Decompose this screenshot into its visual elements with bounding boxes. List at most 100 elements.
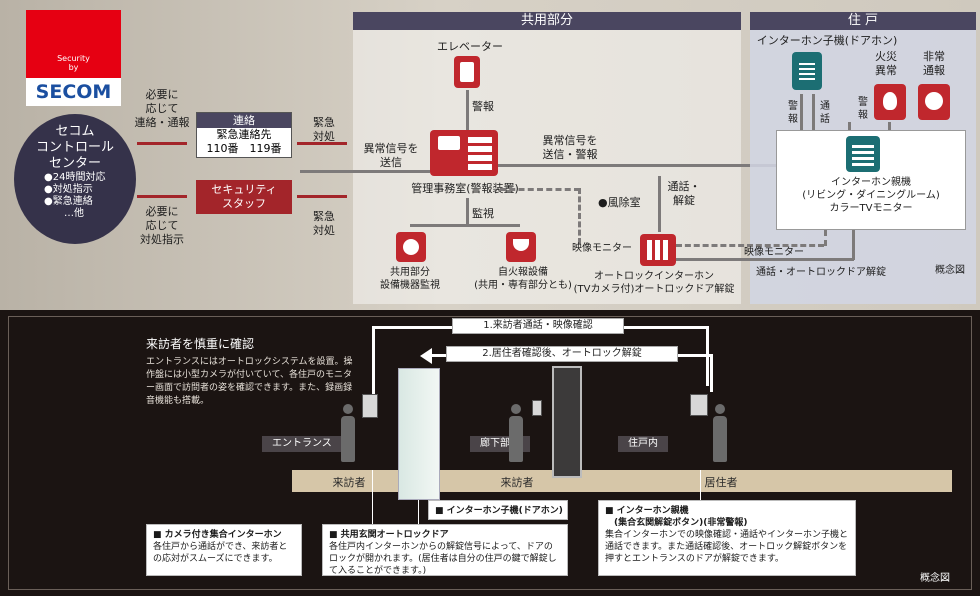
note-urgent1: 緊急 対処: [313, 116, 335, 143]
monitor-branch: [410, 224, 520, 227]
main-unit-label: インターホン親機 (リビング・ダイニングルーム) カラーTVモニター: [802, 177, 940, 214]
secom-logo: Security by SECOM: [26, 10, 121, 106]
wind-room-label: ●風除室: [598, 196, 641, 209]
arrow-center-staff: [137, 195, 187, 198]
zone-home: 住戸内: [618, 436, 668, 452]
note-contact: 必要に 応じて 連絡・通報: [134, 88, 190, 129]
step2-arrowhead: [420, 348, 432, 364]
dashed-vertical: [578, 188, 581, 244]
top-note: 概念図: [935, 265, 965, 276]
call-unlock-label: 通話・ 解錠: [667, 180, 701, 207]
dwelling-call-unlock-label: 通話・オートロックドア解錠: [756, 267, 886, 278]
fire-abnormal-label: 火災 異常: [875, 50, 897, 77]
cap1-body: 各住戸から通話ができ、来訪者との応対がスムーズにできます。: [153, 542, 288, 564]
shared-video-monitor-label: 映像モニター: [572, 243, 632, 254]
shared-area-header: 共用部分: [353, 12, 741, 30]
security-staff: セキュリティ スタッフ: [196, 180, 292, 214]
bottom-frame: [8, 316, 972, 590]
zone-entrance: エントランス: [262, 436, 342, 452]
arrow-monitor: [466, 198, 469, 226]
caption-main-unit: ■ インターホン親機 (集合玄関解錠ボタン)(非常警報) 集合インターホンでの映…: [598, 500, 856, 576]
cap2-title: ■ 共用玄関オートロックドア: [329, 530, 449, 540]
note-dispatch: 必要に 応じて 対処指示: [140, 205, 184, 246]
dwelling-door: [552, 366, 582, 478]
center-line3: センター: [48, 156, 101, 171]
arrow-fire-down: [888, 122, 891, 132]
door-phone-unit: [532, 400, 542, 416]
dwelling-video-monitor-label: 映像モニター: [744, 247, 804, 258]
indoor-main-unit: [690, 394, 708, 416]
visitor2-figure: [508, 404, 524, 462]
arrow-abnormal-send: [300, 170, 430, 173]
resident-label: 居住者: [704, 476, 738, 489]
cap4-title: ■ インターホン親機 (集合玄関解錠ボタン)(非常警報): [605, 506, 748, 528]
dashed-to-management: [500, 188, 580, 191]
note-urgent2: 緊急 対処: [313, 210, 335, 237]
emergency-label: 非常 通報: [923, 50, 945, 77]
door-phone-icon: [792, 52, 822, 90]
logo-by: by: [68, 63, 79, 72]
floor: [292, 470, 952, 492]
arrow-alarm2: [848, 122, 851, 132]
alarm-label: 警報: [472, 100, 494, 113]
control-center: セコム コントロール センター ●24時間対応 ●対処指示 ●緊急連絡 …他: [14, 114, 136, 244]
arrow-autolock-up: [658, 176, 661, 232]
caption-door-phone: ■ インターホン子機(ドアホン): [428, 500, 568, 520]
center-line1: セコム: [55, 124, 95, 139]
dwelling-header: 住 戸: [750, 12, 976, 30]
resident-figure: [712, 404, 728, 462]
arrow-call-unlock: [676, 258, 854, 261]
contact-title: 連絡: [197, 113, 291, 128]
logo-security: Security: [57, 54, 90, 63]
equipment-label: 共用部分 設備機器監視: [380, 267, 440, 291]
abnormal-send-label: 異常信号を 送信: [363, 142, 419, 169]
cap3-title: ■ インターホン子機(ドアホン): [435, 506, 563, 516]
dashed-video-up: [824, 230, 827, 246]
monitor-label: 監視: [472, 207, 494, 220]
cap2-leader: [418, 500, 419, 524]
arrow-call-up: [852, 230, 855, 260]
alarm1-label: 警 報: [788, 101, 798, 125]
equipment-monitor-icon: [396, 232, 426, 262]
autolock-label: オートロックインターホン (TVカメラ付)オートロックドア解錠: [573, 271, 735, 295]
arrow-alarm1: [800, 94, 803, 130]
arrow-elevator-down: [466, 90, 469, 130]
contact-box: 連絡 緊急連絡先 110番 119番: [196, 112, 292, 158]
alarm2-label: 警 報: [858, 97, 868, 121]
management-label: 管理事務室(警報装置): [411, 182, 519, 195]
dashed-video-monitor: [676, 244, 824, 247]
call-label: 通 話: [820, 101, 830, 125]
door-phone-label: インターホン子機(ドアホン): [756, 34, 898, 47]
step2-label: 2.居住者確認後、オートロック解錠: [446, 346, 678, 362]
cap1-title: ■ カメラ付き集合インターホン: [153, 530, 282, 540]
center-bullet1: ●24時間対応: [44, 172, 106, 183]
entrance-intercom-panel: [362, 394, 378, 418]
elevator-icon: [454, 56, 480, 88]
fire-alarm-icon: [506, 232, 536, 262]
cap1-leader: [372, 470, 373, 524]
elevator-label: エレベーター: [437, 40, 503, 53]
bottom-note: 概念図: [920, 573, 950, 584]
step2-right: [710, 354, 713, 392]
center-bullet4: …他: [64, 208, 84, 219]
bottom-description: エントランスにはオートロックシステムを設置。操作盤には小型カメラが付いていて、各…: [146, 357, 353, 406]
visitor2-label: 来訪者: [500, 476, 534, 489]
cap2-body: 各住戸内インターホンからの解錠信号によって、ドアのロックが開かれます。(居住者は…: [329, 542, 557, 576]
arrow-center-contact: [137, 142, 187, 145]
entrance-autolock-door: [398, 368, 440, 500]
arrow-staff-out: [297, 195, 347, 198]
cap4-body: 集合インターホンでの映像確認・通話やインターホン子機と通話できます。また通話確認…: [605, 530, 849, 564]
caption-camera-intercom: ■ カメラ付き集合インターホン 各住戸から通話ができ、来訪者との応対がスムーズに…: [146, 524, 302, 576]
fire-icon: [874, 84, 906, 120]
arrow-abnormal-alarm: [498, 164, 776, 167]
center-bullet2: ●対処指示: [44, 184, 93, 195]
main-unit-icon: [846, 136, 880, 172]
visitor1-figure: [340, 404, 356, 462]
arrow-contact-out: [297, 142, 347, 145]
logo-secom: SECOM: [26, 78, 121, 106]
cap4-leader: [700, 470, 701, 500]
visitor1-label: 来訪者: [332, 476, 366, 489]
step1-left: [372, 326, 375, 394]
abnormal-alarm-label: 異常信号を 送信・警報: [542, 134, 598, 161]
bottom-title: 来訪者を慎重に確認: [146, 337, 255, 351]
